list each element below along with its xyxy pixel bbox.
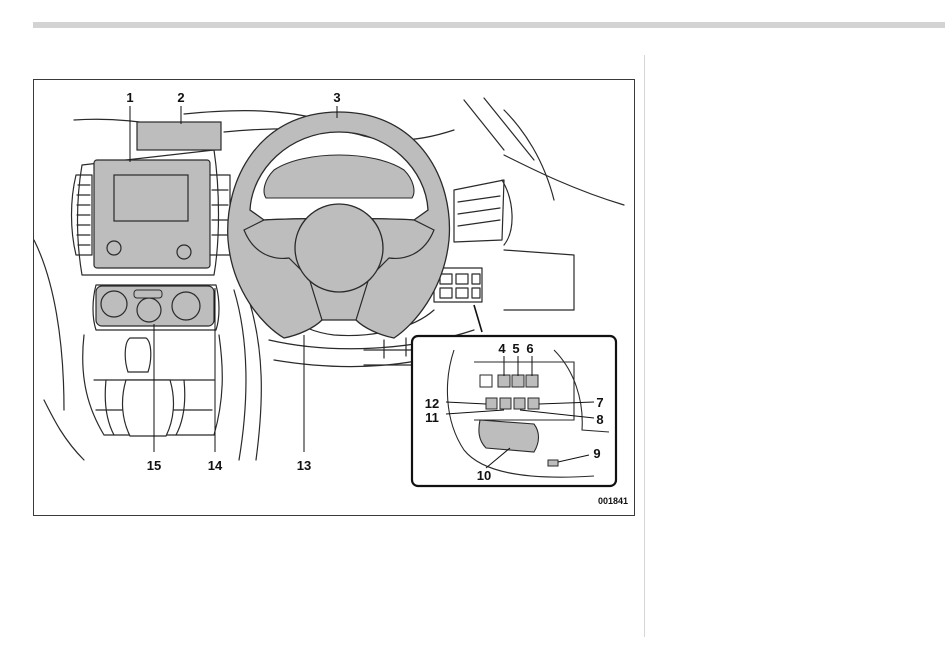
climate-knob-right — [172, 292, 200, 320]
callout-11: 11 — [425, 410, 439, 425]
callout-7: 7 — [596, 395, 603, 410]
part-2-multi-display — [137, 122, 221, 150]
dashboard-drawing: 1 2 3 4 5 6 7 8 9 10 11 12 13 14 15 0018… — [34, 80, 634, 515]
callout-10: 10 — [477, 468, 491, 483]
inset-frame — [412, 336, 616, 486]
callout-5: 5 — [512, 341, 519, 356]
callout-1: 1 — [126, 90, 133, 105]
display-screen — [114, 175, 188, 221]
inset-switch-11 — [500, 398, 511, 409]
climate-center-button — [134, 290, 162, 298]
inset-switch-7 — [528, 398, 539, 409]
combination-meter — [264, 155, 414, 198]
callout-2: 2 — [177, 90, 184, 105]
display-knob-left — [107, 241, 121, 255]
center-right-vent — [210, 175, 230, 255]
inset-switch-6 — [526, 375, 538, 387]
wheel-hub — [295, 204, 383, 292]
switch-panel-inset — [412, 336, 616, 486]
inset-switch-12 — [486, 398, 497, 409]
callout-6: 6 — [526, 341, 533, 356]
callout-4: 4 — [498, 341, 506, 356]
dashboard-illustration: 1 2 3 4 5 6 7 8 9 10 11 12 13 14 15 0018… — [33, 79, 635, 516]
figure-id: 001841 — [598, 496, 628, 506]
climate-knob-center — [137, 298, 161, 322]
top-rule — [33, 22, 945, 28]
inset-part-10 — [479, 420, 539, 452]
climate-knob-left — [101, 291, 127, 317]
inset-switch-8 — [514, 398, 525, 409]
callout-13: 13 — [297, 458, 311, 473]
right-door-line — [504, 155, 624, 205]
callout-15: 15 — [147, 458, 161, 473]
inset-switch-4 — [498, 375, 510, 387]
inset-switch-5 — [512, 375, 524, 387]
column-divider — [644, 55, 645, 637]
callout-9: 9 — [593, 446, 600, 461]
callout-12: 12 — [425, 396, 439, 411]
callout-8: 8 — [596, 412, 603, 427]
inset-part-9 — [548, 460, 558, 466]
callout-3: 3 — [333, 90, 340, 105]
shift-knob — [125, 338, 151, 372]
display-knob-right — [177, 245, 191, 259]
callout-14: 14 — [208, 458, 223, 473]
